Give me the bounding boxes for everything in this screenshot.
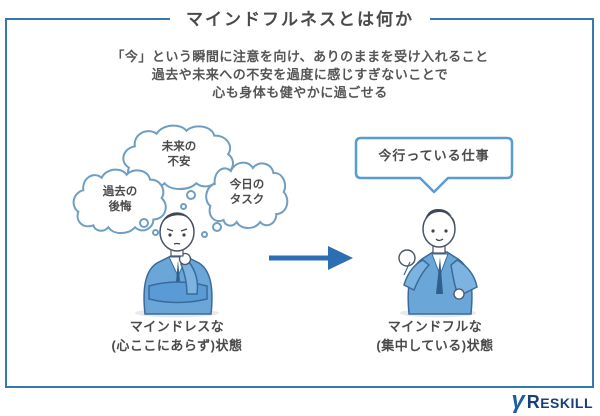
thought-cloud-future-icon bbox=[119, 123, 238, 191]
thought-bubble-past-label: 過去の 後悔 bbox=[80, 185, 160, 215]
mindful-person-illustration bbox=[398, 209, 478, 318]
mindful-caption-line1: マインドフルな bbox=[387, 319, 483, 334]
speech-bubble-icon bbox=[354, 136, 514, 194]
thought-cloud-past-icon bbox=[70, 167, 170, 235]
thought-bubble-future-label: 未来の 不安 bbox=[139, 140, 219, 170]
thought-past-line1: 過去の bbox=[102, 186, 138, 198]
reskill-logo: γ RESKILL bbox=[511, 387, 593, 414]
thought-trail-dot bbox=[152, 229, 159, 236]
thought-cloud-today-icon bbox=[203, 160, 291, 230]
thought-today-line2: タスク bbox=[229, 194, 265, 206]
mindless-person-illustration bbox=[135, 212, 219, 318]
reskill-logo-icon: γ bbox=[511, 387, 525, 414]
thought-past-line2: 後悔 bbox=[108, 201, 132, 213]
speech-bubble-label: 今行っている仕事 bbox=[378, 148, 490, 163]
intro-line-1: 「今」という瞬間に注意を向け、ありのままを受け入れること bbox=[111, 49, 489, 64]
speech-bubble: 今行っている仕事 bbox=[354, 136, 514, 194]
transition-arrow-icon bbox=[269, 246, 353, 270]
thought-today-line1: 今日の bbox=[229, 179, 265, 191]
reskill-logo-text-rest: ESKILL bbox=[540, 394, 593, 411]
thought-trail-dot bbox=[212, 222, 222, 232]
thought-bubble-today-label: 今日の タスク bbox=[207, 178, 287, 208]
thought-trail-dot bbox=[180, 203, 187, 210]
intro-line-2: 過去や未来への不安を過度に感じすぎないことで bbox=[151, 67, 449, 82]
thought-future-line1: 未来の bbox=[161, 141, 197, 153]
page-title: マインドフルネスとは何か bbox=[170, 5, 430, 30]
mindful-caption: マインドフルな (集中している)状態 bbox=[350, 317, 520, 355]
thought-trail-dot bbox=[201, 231, 208, 238]
reskill-logo-text: RESKILL bbox=[527, 392, 593, 413]
mindless-caption-line1: マインドレスな bbox=[129, 319, 225, 334]
thought-future-line2: 不安 bbox=[167, 156, 191, 168]
intro-text: 「今」という瞬間に注意を向け、ありのままを受け入れること 過去や未来への不安を過… bbox=[0, 48, 600, 102]
reskill-logo-text-initial: R bbox=[526, 391, 541, 412]
intro-line-3: 心も身体も健やかに過ごせる bbox=[212, 85, 388, 100]
mindful-caption-line2: (集中している)状態 bbox=[376, 338, 494, 353]
thought-trail-dot bbox=[139, 218, 149, 228]
thought-trail-dot bbox=[186, 190, 196, 200]
mindless-caption: マインドレスな (心ここにあらず)状態 bbox=[92, 317, 262, 355]
mindless-caption-line2: (心ここにあらず)状態 bbox=[111, 338, 243, 353]
